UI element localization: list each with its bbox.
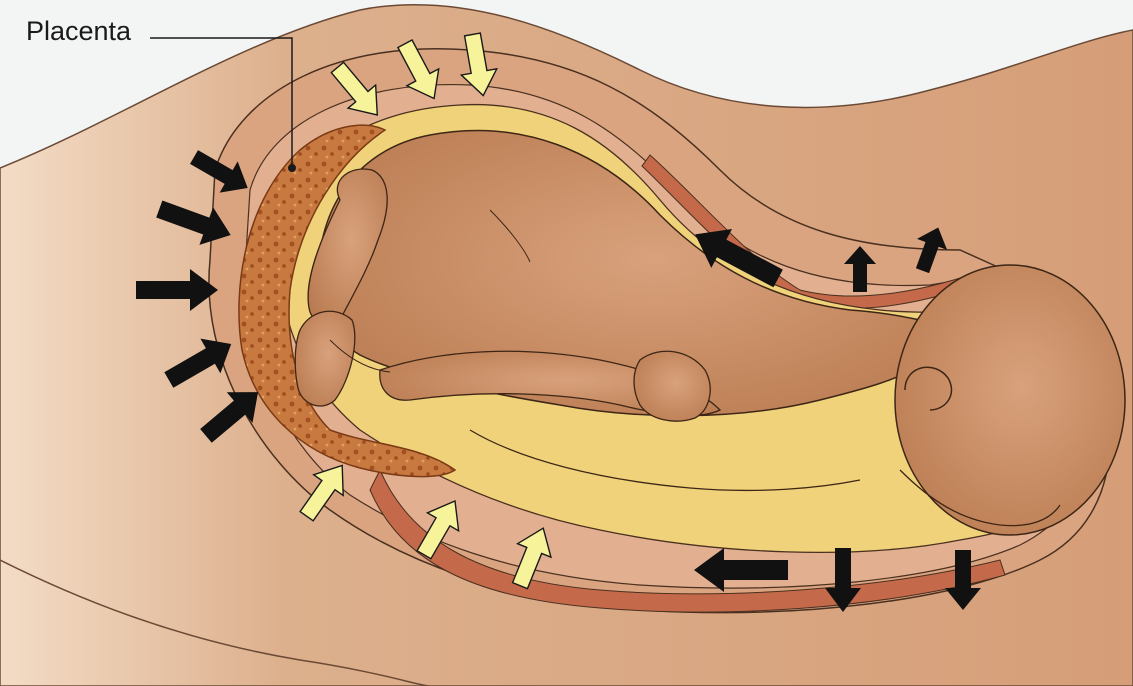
placenta-label: Placenta [26, 18, 131, 45]
fetus-head [895, 265, 1125, 535]
placenta-callout-dot [288, 164, 296, 172]
